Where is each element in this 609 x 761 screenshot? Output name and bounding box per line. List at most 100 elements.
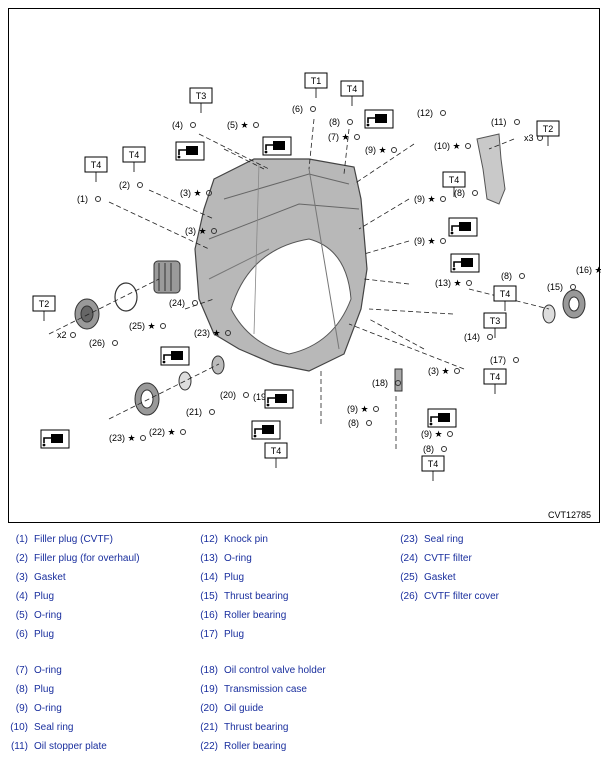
callout-label: (16) ★ bbox=[576, 265, 601, 275]
part-marker bbox=[366, 420, 372, 426]
callout-label: (10) ★ bbox=[434, 141, 461, 151]
part-marker bbox=[519, 273, 525, 279]
part-marker bbox=[373, 406, 379, 412]
callout-label: (4) bbox=[172, 120, 183, 130]
callout-label: (12) bbox=[417, 108, 433, 118]
legend-label: O-ring bbox=[34, 665, 62, 676]
part-marker bbox=[440, 196, 446, 202]
legend-label: Plug bbox=[34, 591, 55, 602]
legend-item: (7) O-ring bbox=[0, 661, 140, 680]
svg-text:T4: T4 bbox=[271, 446, 282, 456]
legend-item: (25)Gasket bbox=[390, 568, 499, 587]
callout-label: (8) bbox=[423, 444, 434, 454]
apply-fluid-icon bbox=[364, 109, 394, 129]
legend-item: (19)Transmission case bbox=[190, 680, 326, 699]
part-marker bbox=[447, 431, 453, 437]
apply-fluid-icon bbox=[448, 217, 478, 237]
legend-label: Filler plug (CVTF) bbox=[34, 534, 113, 545]
torque-box-t4-bot2: T4 bbox=[421, 455, 445, 481]
legend-number: (20) bbox=[200, 703, 218, 714]
apply-fluid-icon bbox=[264, 389, 294, 409]
apply-fluid-icon bbox=[427, 408, 457, 428]
callout-label: (20) bbox=[220, 390, 236, 400]
torque-box-t4-top: T4 bbox=[340, 80, 364, 106]
legend-number: (17) bbox=[200, 629, 218, 640]
part-marker bbox=[70, 332, 76, 338]
legend-label: Seal ring bbox=[34, 722, 74, 733]
legend-label: Filler plug (for overhaul) bbox=[34, 553, 140, 564]
legend-number: (4) bbox=[15, 591, 28, 602]
callout-label: (21) bbox=[186, 407, 202, 417]
parts-legend: (1) Filler plug (CVTF) (2)Filler plug (for… bbox=[0, 530, 609, 761]
oil-stopper-plate bbox=[476, 133, 506, 205]
svg-text:T4: T4 bbox=[129, 150, 140, 160]
legend-item: (24)CVTF filter bbox=[390, 549, 499, 568]
callout-label: (7) ★ bbox=[328, 132, 350, 142]
legend-number: (13) bbox=[200, 553, 218, 564]
callout-label: (9) ★ bbox=[414, 194, 436, 204]
callout-label: (5) ★ bbox=[227, 120, 249, 130]
gasket-25 bbox=[114, 282, 138, 312]
torque-box-t4-2: T4 bbox=[122, 146, 146, 172]
apply-fluid-icon bbox=[262, 136, 292, 156]
callout-label: (9) ★ bbox=[365, 145, 387, 155]
legend-number: (15) bbox=[200, 591, 218, 602]
svg-text:T3: T3 bbox=[196, 91, 207, 101]
apply-fluid-icon bbox=[251, 420, 281, 440]
legend-column-2: (12)Knock pin (13) O-ring (14)Plug (15) Thrus… bbox=[190, 530, 326, 756]
callout-label: (6) bbox=[292, 104, 303, 114]
part-marker bbox=[310, 106, 316, 112]
legend-item: (6)Plug bbox=[0, 625, 140, 644]
legend-number: (22) bbox=[200, 741, 218, 752]
svg-text:T1: T1 bbox=[311, 76, 322, 86]
legend-item: (17)Plug bbox=[190, 625, 326, 644]
legend-number: (3) bbox=[15, 572, 28, 583]
legend-number: (7) bbox=[15, 665, 28, 676]
part-marker bbox=[472, 190, 478, 196]
part-marker bbox=[465, 143, 471, 149]
thrust-bearing-15 bbox=[542, 304, 556, 324]
callout-label: (3) ★ bbox=[428, 366, 450, 376]
legend-item: (12)Knock pin bbox=[190, 530, 326, 549]
part-marker bbox=[347, 119, 353, 125]
callout-label: x2 bbox=[57, 330, 67, 340]
part-marker bbox=[160, 323, 166, 329]
torque-box-t2-right: T2 bbox=[536, 120, 560, 146]
torque-box-t4-right8b: T4 bbox=[493, 285, 517, 311]
legend-label: Plug bbox=[34, 629, 55, 640]
legend-item: (2)Filler plug (for overhaul) bbox=[0, 549, 140, 568]
callout-label: (24) bbox=[169, 298, 185, 308]
legend-label: Thrust bearing bbox=[224, 722, 289, 733]
part-marker bbox=[441, 446, 447, 452]
legend-number: (1) bbox=[15, 534, 28, 545]
legend-item: (14)Plug bbox=[190, 568, 326, 587]
callout-label: (1) bbox=[77, 194, 88, 204]
callout-label: x3 bbox=[524, 133, 534, 143]
oil-control-valve-holder bbox=[394, 368, 403, 392]
part-marker bbox=[487, 334, 493, 340]
legend-number: (23) bbox=[400, 534, 418, 545]
part-marker bbox=[253, 122, 259, 128]
legend-label: Knock pin bbox=[224, 534, 268, 545]
callout-label: (18) bbox=[372, 378, 388, 388]
legend-label: Oil control valve holder bbox=[224, 665, 326, 676]
legend-label: Oil guide bbox=[224, 703, 264, 714]
apply-fluid-icon bbox=[40, 429, 70, 449]
legend-label: Plug bbox=[34, 684, 55, 695]
roller-bearing-22 bbox=[134, 382, 160, 416]
legend-label: Thrust bearing bbox=[224, 591, 289, 602]
legend-gap bbox=[190, 644, 326, 661]
torque-box-t4-right8: T4 bbox=[442, 171, 466, 197]
legend-label: CVTF filter bbox=[424, 553, 472, 564]
part-marker bbox=[466, 280, 472, 286]
part-marker bbox=[354, 134, 360, 140]
legend-item: (1) Filler plug (CVTF) bbox=[0, 530, 140, 549]
legend-label: O-ring bbox=[224, 553, 252, 564]
figure-code: CVT12785 bbox=[547, 510, 591, 520]
legend-item: (11)Oil stopper plate bbox=[0, 737, 140, 756]
legend-label: Transmission case bbox=[224, 684, 307, 695]
legend-item: (16)Roller bearing bbox=[190, 606, 326, 625]
legend-item: (15) Thrust bearing bbox=[190, 587, 326, 606]
legend-item: (22)Roller bearing bbox=[190, 737, 326, 756]
svg-text:T2: T2 bbox=[543, 124, 554, 134]
